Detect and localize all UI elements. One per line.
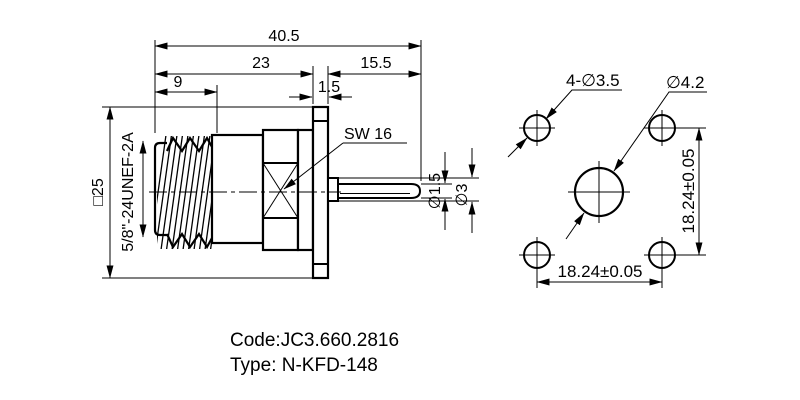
center-hole-callout: ∅4.2 [565, 73, 707, 240]
corner-holes-label: 4-∅3.5 [566, 71, 620, 90]
dim-pin-diameter-label: ∅1.5 [427, 173, 444, 209]
dim-thread-spec: 5/8"-24UNEF-2A [120, 132, 147, 252]
center-hole [568, 161, 630, 223]
dim-pin-diameter: ∅1.5 [427, 152, 449, 230]
type-text: Type: N-KFD-148 [230, 355, 378, 376]
code-text: Code:JC3.660.2816 [230, 330, 399, 351]
dim-hole-spacing-vertical-label: 18.24±0.05 [679, 149, 698, 234]
title-block: Code:JC3.660.2816 Type: N-KFD-148 [230, 330, 399, 376]
center-hole-label: ∅4.2 [666, 73, 704, 92]
dim-collar-diameter: ∅3 [454, 148, 476, 233]
dim-hole-spacing-horizontal-label: 18.24±0.05 [558, 262, 643, 281]
dim-flange-square: □25 [90, 106, 114, 279]
hex-flat-diagonal-2 [262, 162, 299, 219]
dim-thread-length-label: 9 [174, 74, 183, 91]
dim-body-length-label: 23 [252, 55, 270, 72]
dim-rear-length-label: 15.5 [360, 55, 391, 72]
wrench-size-label: SW 16 [344, 126, 392, 143]
corner-holes-callout: 4-∅3.5 [507, 71, 622, 158]
dim-flange-thickness: 1.5 [289, 79, 352, 101]
dim-collar-diameter-label: ∅3 [454, 183, 471, 206]
dim-hole-spacing-vertical: 18.24±0.05 [674, 127, 706, 256]
front-view: 4-∅3.5 ∅4.2 18.24±0.05 18.24±0.05 [507, 71, 707, 288]
side-view: 40.5 23 15.5 9 1.5 □25 [90, 28, 479, 280]
mounting-hole-bottom-left [519, 237, 555, 273]
dim-rear-length: 15.5 [327, 55, 422, 78]
thread-crest-bottom [166, 231, 213, 250]
pin-collar [327, 177, 339, 202]
contact-pin [337, 183, 422, 199]
thread-spec-label: 5/8"-24UNEF-2A [120, 132, 137, 252]
hex-section [261, 128, 300, 252]
dim-flange-square-label: □25 [90, 178, 107, 206]
body-ring [296, 128, 315, 252]
dim-overall-length: 40.5 [154, 28, 422, 50]
mounting-hole-top-left [519, 110, 555, 146]
dim-overall-length-label: 40.5 [268, 28, 299, 45]
dim-thread-length: 9 [154, 74, 218, 96]
dim-body-length: 23 [154, 55, 314, 78]
dim-hole-spacing-horizontal: 18.24±0.05 [536, 262, 663, 288]
dim-flange-thickness-label: 1.5 [318, 79, 340, 96]
mid-cylinder [210, 133, 265, 245]
wrench-size-callout: SW 16 [283, 126, 407, 190]
thread-crest-top [166, 135, 213, 154]
